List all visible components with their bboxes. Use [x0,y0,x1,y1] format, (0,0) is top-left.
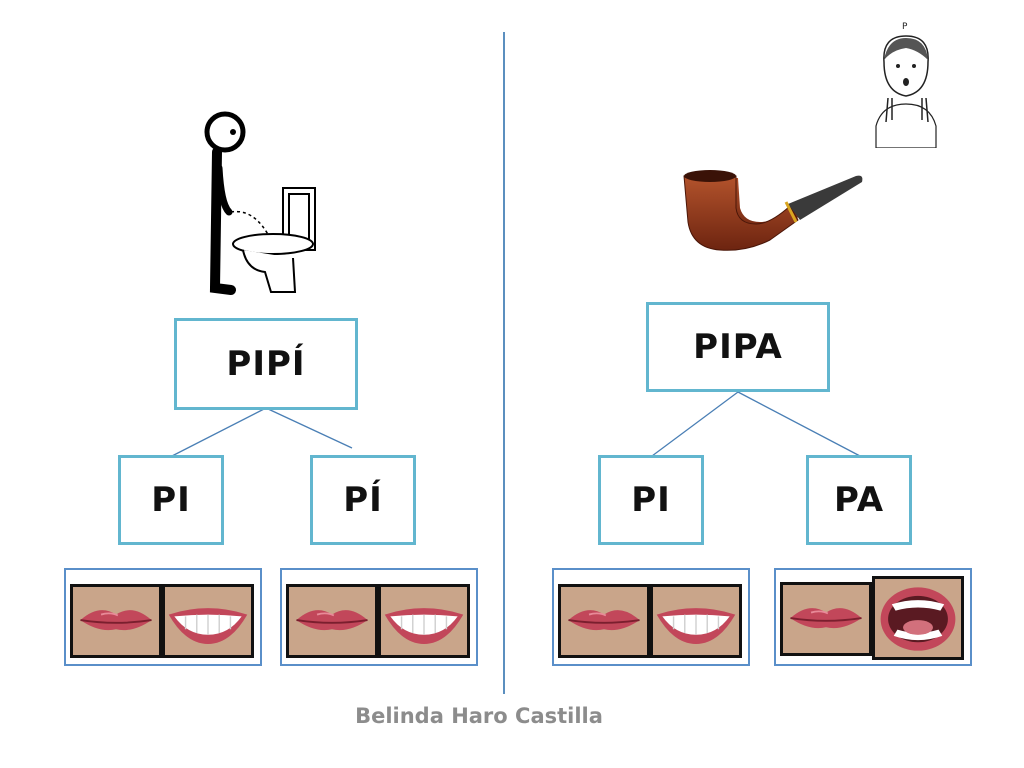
lips-smile-image [650,584,742,658]
syllable-right-1: PI [631,480,671,520]
word-box-right: PIPA [646,302,830,392]
center-divider [503,32,505,694]
word-left: PIPÍ [226,344,306,384]
syllable-box-right-1: PI [598,455,704,545]
syllable-box-left-1: PI [118,455,224,545]
syllable-right-2: PA [833,480,885,520]
syllable-box-right-2: PA [806,455,912,545]
person-urinating-icon [195,108,325,298]
lips-closed-image [780,582,872,656]
mouth-group-left-2 [280,568,478,666]
lips-smile-image [378,584,470,658]
mouth-group-right-2 [774,568,972,666]
author-credit: Belinda Haro Castilla [355,704,603,728]
word-right: PIPA [693,327,783,367]
syllable-left-1: PI [151,480,191,520]
syllable-left-2: PÍ [343,480,383,520]
lips-closed-image [286,584,378,658]
lips-closed-image [70,584,162,658]
sign-language-figure-icon: P [862,22,954,148]
mouth-group-left-1 [64,568,262,666]
word-box-left: PIPÍ [174,318,358,410]
corner-sign-letter: P [902,22,908,32]
lips-smile-image [162,584,254,658]
pipe-icon [680,168,865,253]
mouth-group-right-1 [552,568,750,666]
mouth-open-image [872,576,964,660]
lips-closed-image [558,584,650,658]
syllable-box-left-2: PÍ [310,455,416,545]
